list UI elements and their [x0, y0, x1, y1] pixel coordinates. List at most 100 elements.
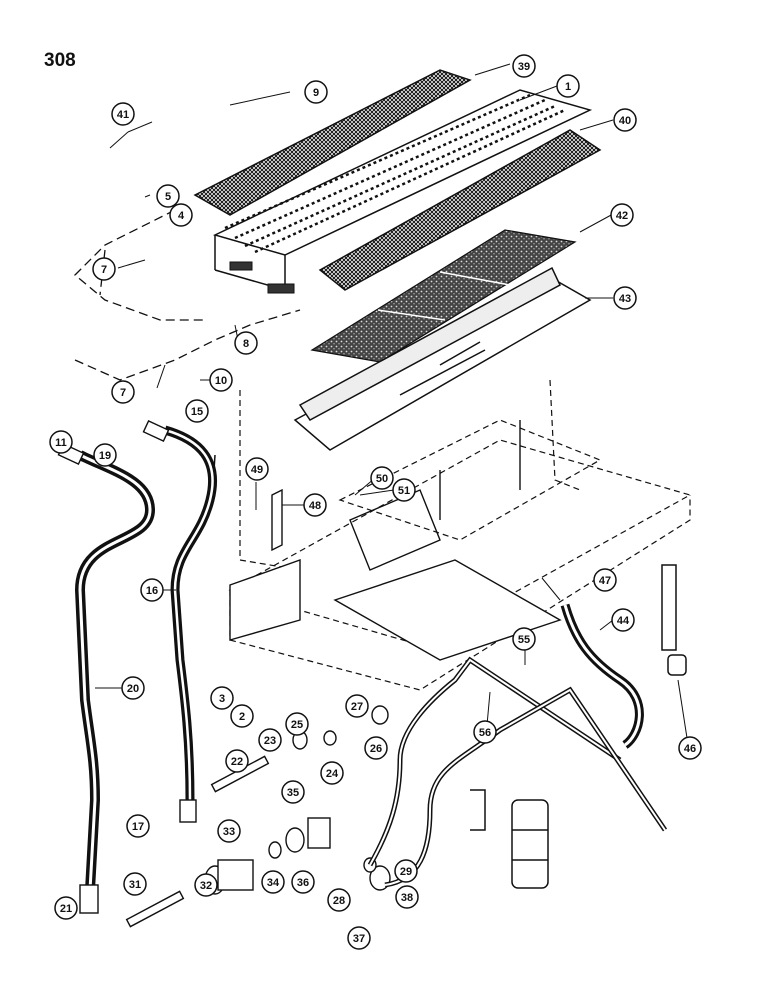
- callout-44: 44: [611, 608, 635, 632]
- callout-27: 27: [345, 694, 369, 718]
- bracket-48: [271, 488, 283, 552]
- callout-circle: [93, 443, 117, 467]
- callout-circle: [473, 720, 497, 744]
- callout-22: 22: [225, 749, 249, 773]
- callout-circle: [347, 926, 371, 950]
- screen-39: [193, 69, 472, 216]
- callout-circle: [613, 108, 637, 132]
- callout-circle: [209, 368, 233, 392]
- screen-40: [318, 129, 602, 291]
- callout-55: 55: [512, 627, 536, 651]
- callout-label: 7: [120, 387, 126, 399]
- callout-circle: [210, 686, 234, 710]
- callout-label: 56: [479, 727, 491, 739]
- callout-circle: [370, 466, 394, 490]
- callout-label: 2: [239, 711, 245, 723]
- callout-label: 32: [200, 880, 212, 892]
- callout-label: 41: [117, 109, 129, 121]
- callout-label: 39: [518, 61, 530, 73]
- callout-2: 2: [230, 704, 254, 728]
- callout-circle: [230, 704, 254, 728]
- callout-10: 10: [209, 368, 233, 392]
- callout-circle: [613, 286, 637, 310]
- hose-20: [74, 450, 156, 891]
- callout-label: 22: [231, 756, 243, 768]
- callout-label: 21: [60, 903, 72, 915]
- hose-16: [163, 425, 218, 801]
- callout-circle: [303, 493, 327, 517]
- callout-21: 21: [54, 896, 78, 920]
- callout-43: 43: [613, 286, 637, 310]
- callout-label: 7: [101, 264, 107, 276]
- callout-circle: [611, 608, 635, 632]
- callout-34: 34: [261, 870, 285, 894]
- callout-circle: [49, 430, 73, 454]
- callout-25: 25: [285, 712, 309, 736]
- callout-label: 4: [178, 210, 185, 222]
- callout-label: 15: [191, 406, 203, 418]
- callout-label: 26: [370, 743, 382, 755]
- callout-50: 50: [370, 466, 394, 490]
- page-number: 308: [44, 50, 76, 71]
- callout-16: 16: [140, 578, 164, 602]
- callout-circle: [140, 578, 164, 602]
- callout-19: 19: [93, 443, 117, 467]
- callout-circle: [512, 627, 536, 651]
- blower-housing: [229, 420, 562, 661]
- callout-label: 36: [297, 877, 309, 889]
- callout-56: 56: [473, 720, 497, 744]
- callout-7: 7: [92, 257, 116, 281]
- callout-7: 7: [111, 380, 135, 404]
- callout-11: 11: [49, 430, 73, 454]
- callout-circle: [304, 80, 328, 104]
- callout-33: 33: [217, 819, 241, 843]
- callout-39: 39: [512, 54, 536, 78]
- callout-circle: [261, 870, 285, 894]
- callout-circle: [364, 736, 388, 760]
- callout-circle: [610, 203, 634, 227]
- callout-36: 36: [291, 870, 315, 894]
- callout-circle: [54, 896, 78, 920]
- callout-circle: [327, 888, 351, 912]
- callout-circle: [285, 712, 309, 736]
- callout-label: 24: [326, 768, 339, 780]
- callout-label: 33: [223, 826, 235, 838]
- callout-label: 47: [599, 575, 611, 587]
- drain-tube-46: [661, 564, 687, 676]
- callout-circle: [320, 761, 344, 785]
- callout-label: 29: [400, 866, 412, 878]
- callout-layer: 1234577891011151617192021222324252627282…: [49, 54, 702, 950]
- callout-label: 8: [243, 338, 249, 350]
- callout-48: 48: [303, 493, 327, 517]
- callout-circle: [394, 859, 418, 883]
- refrigerant-line-29: [367, 656, 622, 867]
- callout-26: 26: [364, 736, 388, 760]
- callout-1: 1: [556, 74, 580, 98]
- callout-label: 10: [215, 375, 227, 387]
- callout-42: 42: [610, 203, 634, 227]
- callout-label: 19: [99, 450, 111, 462]
- fittings: [57, 419, 391, 928]
- callout-label: 16: [146, 585, 158, 597]
- callout-circle: [194, 873, 218, 897]
- filter-42: [310, 229, 577, 363]
- callout-9: 9: [304, 80, 328, 104]
- callout-circle: [395, 885, 419, 909]
- callout-circle: [156, 184, 180, 208]
- receiver-drier: [470, 789, 549, 889]
- evaporator-core-1: [212, 89, 593, 294]
- callout-circle: [169, 203, 193, 227]
- callout-label: 5: [165, 191, 171, 203]
- callout-circle: [123, 872, 147, 896]
- callout-label: 27: [351, 701, 363, 713]
- callout-label: 44: [617, 615, 630, 627]
- callout-circle: [111, 102, 135, 126]
- callout-label: 46: [684, 743, 696, 755]
- callout-17: 17: [126, 814, 150, 838]
- callout-circle: [281, 780, 305, 804]
- callout-label: 42: [616, 210, 628, 222]
- callout-circle: [126, 814, 150, 838]
- callout-circle: [92, 257, 116, 281]
- callout-circle: [111, 380, 135, 404]
